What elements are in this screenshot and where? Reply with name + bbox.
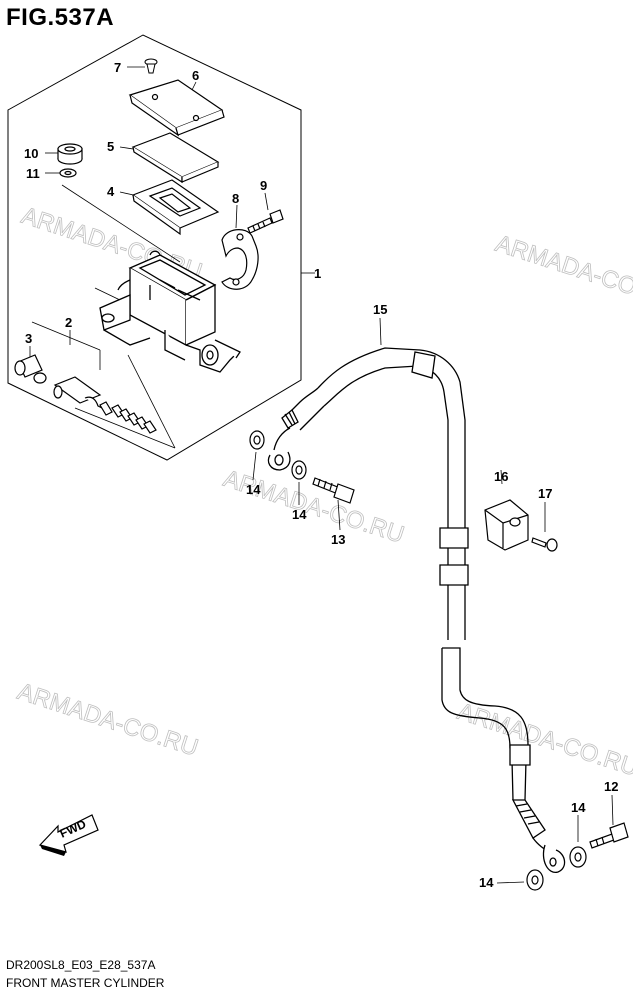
boot-part-10[interactable] <box>57 143 83 165</box>
callout-13: 13 <box>331 532 345 547</box>
callout-16: 16 <box>494 469 508 484</box>
callout-7: 7 <box>114 60 121 75</box>
callouts: 7 6 10 5 11 4 9 8 1 2 3 15 14 14 13 16 1… <box>24 60 618 890</box>
piston-part-2[interactable] <box>53 376 157 434</box>
watermark: ARMADA-CO.RU <box>14 678 201 762</box>
callout-2: 2 <box>65 315 72 330</box>
callout-14: 14 <box>246 482 261 497</box>
brake-hose-part-15[interactable] <box>267 347 566 873</box>
union-bolt-part-13[interactable] <box>312 477 355 504</box>
leader-lines <box>29 66 614 884</box>
forward-direction-arrow: FWD <box>38 814 99 856</box>
washer-part-14[interactable] <box>526 869 544 891</box>
diaphragm-part-4[interactable] <box>131 179 220 236</box>
screw-part-17[interactable] <box>531 537 558 552</box>
watermark: ARMADA-CO.RU <box>454 698 633 782</box>
bolt-part-9[interactable] <box>247 209 284 234</box>
callout-5: 5 <box>107 139 114 154</box>
callout-4: 4 <box>107 184 115 199</box>
watermark: ARMADA-CO.RU <box>220 465 407 549</box>
assembly-boundary <box>7 34 302 461</box>
callout-14: 14 <box>571 800 586 815</box>
bolt-part-12[interactable] <box>589 822 629 849</box>
callout-9: 9 <box>260 178 267 193</box>
diagram-code: DR200SL8_E03_E28_537A <box>6 958 156 972</box>
callout-17: 17 <box>538 486 552 501</box>
ring-part-11[interactable] <box>59 168 77 178</box>
master-cylinder-part-1[interactable] <box>99 250 241 373</box>
watermark: ARMADA-CO.RU <box>492 230 633 314</box>
washer-part-14[interactable] <box>291 460 307 480</box>
reservoir-cap-part-6[interactable] <box>128 79 225 137</box>
clamp-part-8[interactable] <box>221 229 259 290</box>
callout-10: 10 <box>24 146 38 161</box>
piston-part-3[interactable] <box>14 354 47 384</box>
washer-part-14[interactable] <box>249 430 265 450</box>
callout-12: 12 <box>604 779 618 794</box>
callout-14: 14 <box>479 875 494 890</box>
callout-8: 8 <box>232 191 239 206</box>
callout-1: 1 <box>314 266 321 281</box>
hose-clamp-part-16[interactable] <box>484 499 529 551</box>
diagram-name: FRONT MASTER CYLINDER <box>6 976 165 990</box>
screw-part-7[interactable] <box>144 58 158 74</box>
callout-11: 11 <box>26 166 40 181</box>
callout-14: 14 <box>292 507 307 522</box>
plate-part-5[interactable] <box>131 132 220 184</box>
callout-3: 3 <box>25 331 32 346</box>
callout-15: 15 <box>373 302 387 317</box>
washer-part-14[interactable] <box>569 846 587 868</box>
figure-title: FIG.537A <box>6 4 115 31</box>
callout-6: 6 <box>192 68 199 83</box>
